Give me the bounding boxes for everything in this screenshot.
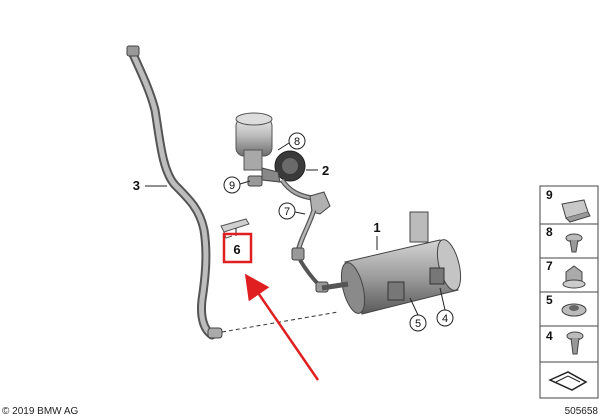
legend-row-8: 8 <box>546 225 583 253</box>
leader-line <box>409 297 419 316</box>
legend-label-5: 5 <box>546 293 553 307</box>
callout-1: 1 <box>373 220 380 235</box>
legend-row-4: 4 <box>546 329 584 355</box>
legend-row-5: 5 <box>546 293 587 317</box>
callout-4: 4 <box>442 313 448 325</box>
legend-row-blank <box>548 371 588 391</box>
parts-legend: 9 8 7 5 4 <box>539 185 599 399</box>
legend-label-8: 8 <box>546 225 553 239</box>
bracket-part-7 <box>291 191 331 293</box>
valve-assembly-part-2 <box>235 112 321 203</box>
canister-part-1 <box>321 211 462 315</box>
copyright-text: © 2019 BMW AG <box>2 406 79 417</box>
callout-circle-7 <box>278 202 296 220</box>
callout-circle-8 <box>288 132 306 150</box>
legend-row-7: 7 <box>546 259 586 289</box>
legend-label-9: 9 <box>546 188 553 202</box>
callout-5: 5 <box>415 318 421 330</box>
callout-circle-9 <box>223 176 241 194</box>
callout-8: 8 <box>294 136 300 148</box>
pointer-arrow <box>244 273 320 381</box>
leader-line <box>277 142 290 151</box>
highlight-box <box>222 232 253 264</box>
route-line <box>221 311 339 333</box>
legend-label-7: 7 <box>546 259 553 273</box>
callout-3: 3 <box>133 178 140 193</box>
callout-7: 7 <box>284 206 290 218</box>
callout-6: 6 <box>233 242 240 257</box>
legend-label-4: 4 <box>546 329 553 343</box>
leader-line <box>294 211 306 215</box>
leader-line <box>239 180 251 185</box>
hose-part-3 <box>126 45 223 340</box>
callout-9: 9 <box>229 180 235 192</box>
legend-row-9: 9 <box>546 188 591 223</box>
leader-line <box>439 287 446 311</box>
diagram-number: 505658 <box>565 406 599 417</box>
callout-2: 2 <box>322 163 329 178</box>
